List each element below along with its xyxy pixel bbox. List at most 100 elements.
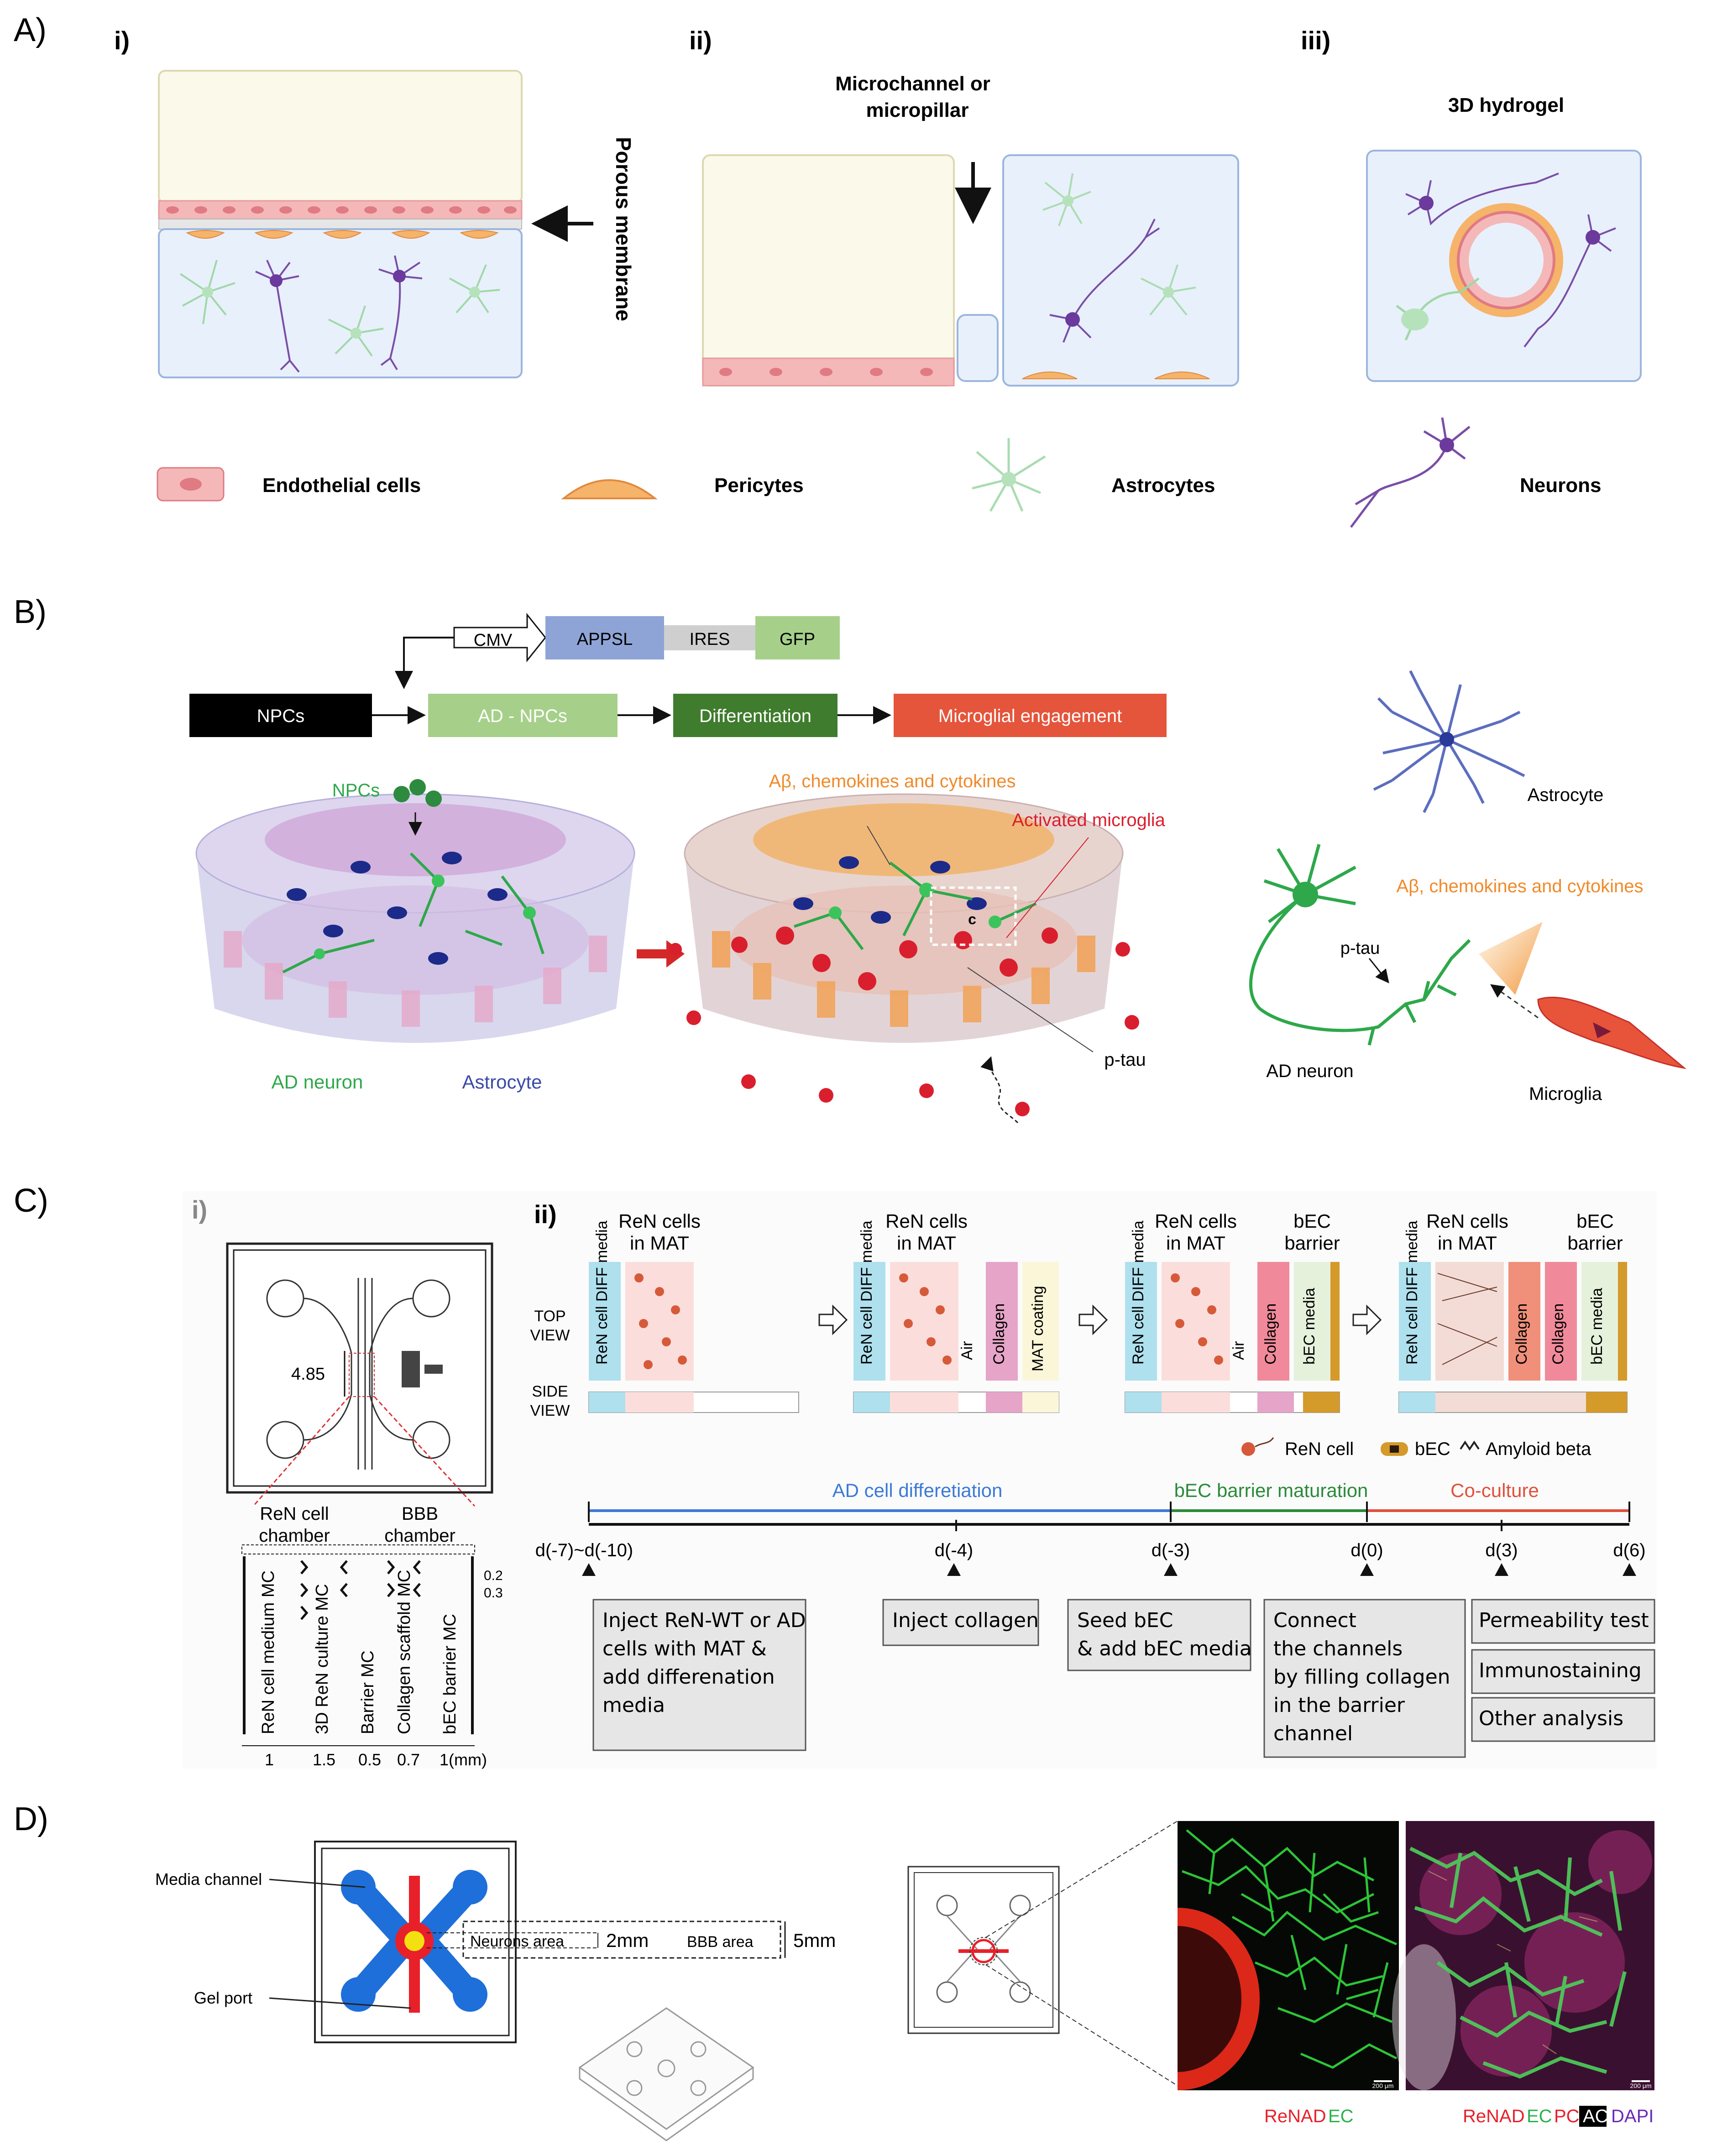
- channel-label-3: Barrier MC: [358, 1650, 377, 1734]
- phase-ad: AD cell differetiation: [832, 1480, 1003, 1501]
- box-seed-2: & add bEC media: [1077, 1637, 1252, 1660]
- width-1: 1: [265, 1750, 274, 1769]
- stage2-col-1: ReN cell DIFF media: [858, 1220, 875, 1365]
- microchannel-label-2: micropillar: [866, 99, 969, 121]
- stage3-top2-2: barrier: [1284, 1232, 1340, 1254]
- stage4-top-1: ReN cells: [1426, 1210, 1508, 1232]
- panel-d: D) Media channel Gel port Neurons area: [14, 1801, 1654, 2141]
- stage2-top-1: ReN cells: [885, 1210, 968, 1232]
- bbb-chamber-1: BBB: [402, 1504, 438, 1524]
- stage2-col-3: Collagen: [990, 1303, 1008, 1365]
- stage4-top2-1: bEC: [1576, 1210, 1614, 1232]
- chip-3d: [578, 2007, 754, 2141]
- stage3-col-4: bEC media: [1301, 1288, 1318, 1365]
- box-immuno: Immunostaining: [1479, 1659, 1642, 1682]
- stage1-col-1: ReN cell DIFF media: [593, 1220, 611, 1365]
- ad-npcs-box: [428, 694, 618, 737]
- microchannel-label-1: Microchannel or: [835, 73, 990, 95]
- stage-2: ReN cells in MAT ReN cell DIFF media Air…: [853, 1210, 1059, 1413]
- signal-cone: [1479, 922, 1543, 995]
- box-perm: Permeability test: [1479, 1609, 1649, 1632]
- ptau-label: p-tau: [1104, 1050, 1146, 1070]
- media-channel-label: Media channel: [155, 1870, 262, 1889]
- panel-c-label: C): [14, 1183, 48, 1219]
- ires-box: [664, 625, 755, 650]
- ad-neuron-drawing: [1249, 844, 1471, 1046]
- legend-amyloid: Amyloid beta: [1486, 1439, 1591, 1459]
- stage4-top-2: in MAT: [1438, 1232, 1497, 1254]
- box-inject-2: cells with MAT &: [602, 1637, 767, 1660]
- mm2-label: 2mm: [606, 1930, 649, 1951]
- ren-chamber-2: chamber: [259, 1526, 330, 1546]
- npcs-flow-label: NPCs: [257, 706, 304, 726]
- box-connect-1: Connect: [1273, 1609, 1356, 1632]
- panel-a-iii-label: iii): [1301, 26, 1330, 55]
- legend-a: Endothelial cells Pericytes Astrocytes N…: [157, 417, 1601, 528]
- bbb-chamber-2: chamber: [384, 1526, 455, 1546]
- stage3-top-1: ReN cells: [1155, 1210, 1237, 1232]
- ren-chamber-1: ReN cell: [260, 1504, 329, 1524]
- chip-top-view: 4.85: [226, 1242, 493, 1507]
- phase-co: Co-culture: [1450, 1480, 1539, 1501]
- ptau-label-right: p-tau: [1340, 939, 1380, 958]
- stage3-col-2: Air: [1230, 1341, 1247, 1360]
- channel-label-5: bEC barrier MC: [440, 1614, 460, 1734]
- gel-port-label: Gel port: [194, 1989, 252, 2007]
- legend-pericytes: Pericytes: [714, 474, 804, 497]
- panel-c: C) i) 4.85 ReN cell chamber: [14, 1183, 1657, 1769]
- width-07: 0.7: [397, 1750, 420, 1769]
- day-4: d(0): [1351, 1540, 1383, 1560]
- legend-ren: ReN cell: [1285, 1439, 1354, 1459]
- box-seed-1: Seed bEC: [1077, 1609, 1173, 1632]
- microchannel-model: Microchannel or micropillar: [702, 73, 1239, 387]
- caption2-ac: AC: [1583, 2106, 1608, 2126]
- cell-illustration: Astrocyte p-tau AD neuron Aβ, chemokines…: [1249, 670, 1687, 1104]
- ad-npcs-label: AD - NPCs: [478, 706, 567, 726]
- panel-a: A) i) ii) iii): [14, 12, 1642, 528]
- npcs-label: NPCs: [332, 780, 380, 801]
- panel-a-label: A): [14, 12, 47, 48]
- stage4-col-1: ReN cell DIFF media: [1403, 1220, 1421, 1365]
- phase-bec: bEC barrier maturation: [1174, 1480, 1368, 1501]
- dim-02: 0.2: [484, 1568, 503, 1583]
- box-collagen: Inject collagen: [892, 1609, 1039, 1632]
- box-connect-5: channel: [1273, 1722, 1353, 1745]
- legend-endothelial: Endothelial cells: [262, 474, 421, 497]
- scale-bar-1: 200 μm: [1372, 2082, 1394, 2089]
- ad-neuron-label-right: AD neuron: [1266, 1061, 1353, 1081]
- device-right: c Aβ, chemokines and cytokines Activated…: [669, 771, 1166, 1124]
- c-label: c: [968, 911, 976, 927]
- panel-a-ii-label: ii): [689, 26, 712, 55]
- stage4-col-4: bEC media: [1588, 1288, 1606, 1365]
- caption2-pc: PC: [1554, 2106, 1580, 2126]
- hydrogel-model: 3D hydrogel: [1366, 94, 1642, 382]
- panel-d-label: D): [14, 1801, 48, 1837]
- microglial-box: [894, 694, 1167, 737]
- microglial-label: Microglial engagement: [938, 706, 1122, 726]
- transwell-model: Porous membrane: [158, 70, 635, 378]
- cmv-label: CMV: [474, 631, 513, 650]
- scale-bar-2: 200 μm: [1630, 2082, 1652, 2089]
- astrocyte-drawing: [1373, 670, 1525, 813]
- differentiation-label: Differentiation: [699, 706, 811, 726]
- stage-1: ReN cells in MAT ReN cell DIFF media: [588, 1210, 799, 1413]
- neuron-cells-a1: [255, 255, 423, 373]
- box-other: Other analysis: [1479, 1707, 1623, 1730]
- porous-membrane-label: Porous membrane: [612, 137, 635, 321]
- side-view-1: SIDE: [532, 1383, 568, 1400]
- legend-bec: bEC: [1415, 1439, 1450, 1459]
- stage2-col-4: MAT coating: [1029, 1286, 1047, 1371]
- stage3-col-3: Collagen: [1262, 1303, 1279, 1365]
- width-1mm: 1(mm): [440, 1750, 487, 1769]
- legend-neurons: Neurons: [1520, 474, 1601, 497]
- pericyte-row: [186, 230, 499, 239]
- microglia-label: Microglia: [1529, 1084, 1602, 1104]
- stage2-col-2: Air: [958, 1341, 976, 1360]
- cmv-arrow: [453, 612, 546, 663]
- abeta-label: Aβ, chemokines and cytokines: [769, 771, 1016, 791]
- box-connect-4: in the barrier: [1273, 1694, 1405, 1717]
- panel-b-label: B): [14, 594, 47, 630]
- legend-c: ReN cell bEC Amyloid beta: [1241, 1437, 1591, 1459]
- gfp-box: [755, 616, 840, 659]
- width-05: 0.5: [358, 1750, 381, 1769]
